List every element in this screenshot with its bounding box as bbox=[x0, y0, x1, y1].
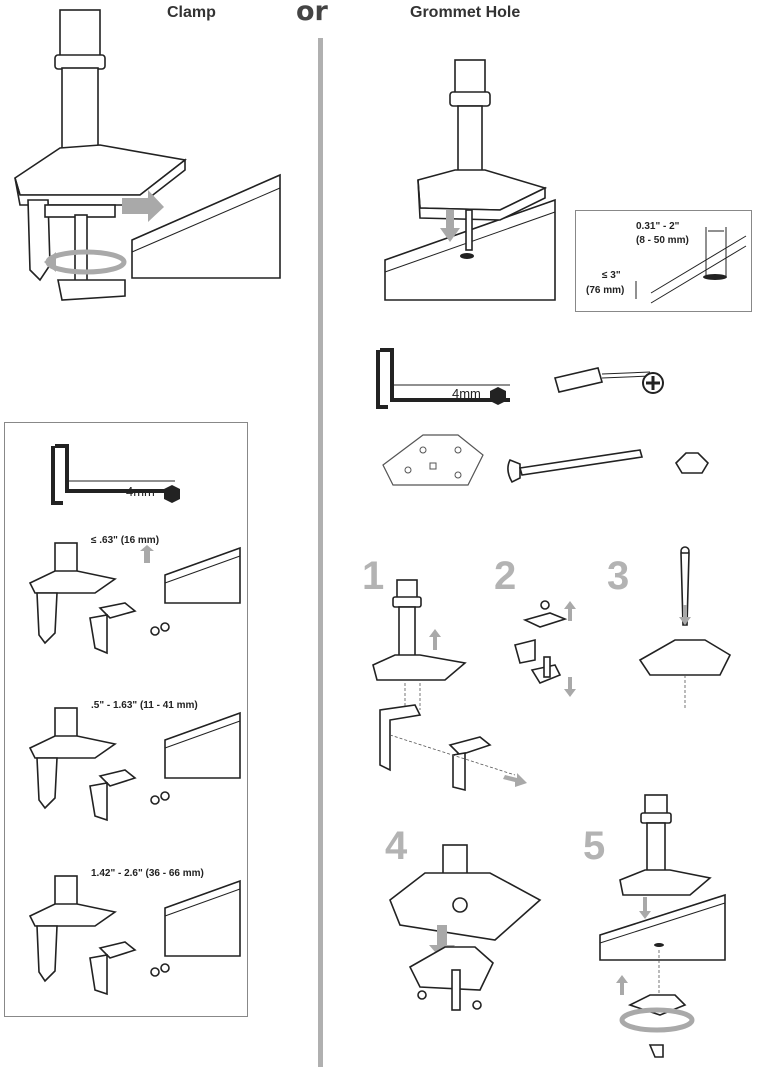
step-1-number: 1 bbox=[362, 554, 385, 598]
hex-key-size-grommet: 4mm bbox=[452, 386, 481, 401]
clamp-config-3-illustration bbox=[28, 875, 241, 996]
step-5-number: 5 bbox=[583, 824, 606, 868]
hexagon-icon bbox=[490, 387, 506, 405]
hexagon-icon bbox=[164, 485, 180, 503]
clamp-config-1-label: ≤ .63" (16 mm) bbox=[91, 535, 160, 546]
screwdriver-icon bbox=[553, 367, 651, 393]
clamp-config-2-label: .5" - 1.63" (11 - 41 mm) bbox=[91, 700, 198, 711]
step-5-illustration bbox=[599, 794, 726, 1058]
step-1-illustration bbox=[372, 579, 527, 792]
wing-nut-illustration bbox=[674, 452, 710, 474]
rotate-icon bbox=[619, 1007, 695, 1033]
step-2-illustration bbox=[514, 600, 576, 697]
phillips-icon bbox=[642, 372, 664, 394]
step-4-number: 4 bbox=[385, 824, 408, 868]
step-3-illustration bbox=[638, 546, 732, 710]
grommet-heading: Grommet Hole bbox=[410, 4, 521, 21]
clamp-config-2-illustration bbox=[28, 707, 241, 822]
arrow-icon bbox=[122, 190, 164, 222]
clamp-heading: Clamp bbox=[167, 4, 216, 21]
step-3-number: 3 bbox=[607, 554, 630, 598]
threaded-rod-illustration bbox=[507, 449, 644, 484]
grommet-width-range: 0.31" - 2" bbox=[636, 221, 680, 232]
grommet-thickness: ≤ 3" bbox=[602, 270, 621, 281]
hex-key-icon bbox=[51, 444, 175, 505]
grommet-thickness-mm: (76 mm) bbox=[586, 285, 625, 296]
grommet-width-range-mm: (8 - 50 mm) bbox=[636, 235, 689, 246]
hex-key-icon bbox=[376, 348, 510, 409]
hex-key-size-clamp: 4mm bbox=[126, 484, 155, 499]
center-divider bbox=[318, 38, 323, 1067]
or-heading: or bbox=[296, 0, 328, 27]
grommet-mount-illustration bbox=[384, 59, 556, 301]
clamp-options-panel: 4mm ≤ .63" (16 mm) .5" - 1.63" (11 - 41 … bbox=[4, 422, 248, 1017]
clamp-config-1-illustration bbox=[28, 542, 241, 655]
clamp-mount-illustration bbox=[14, 9, 281, 301]
clamp-config-3-label: 1.42" - 2.6" (36 - 66 mm) bbox=[91, 868, 204, 879]
step-4-illustration bbox=[389, 844, 542, 1011]
grommet-spec-box: 0.31" - 2" (8 - 50 mm) ≤ 3" (76 mm) bbox=[575, 210, 752, 312]
step-2-number: 2 bbox=[494, 554, 517, 598]
grommet-plate-illustration bbox=[382, 434, 484, 486]
